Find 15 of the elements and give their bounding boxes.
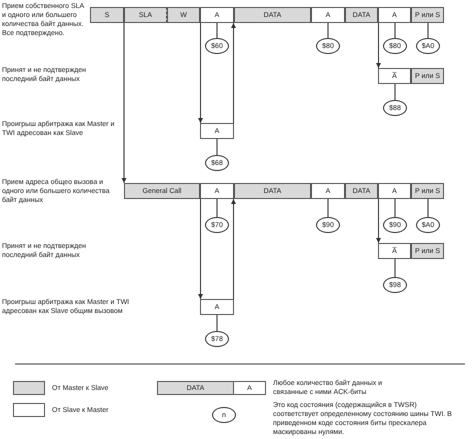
connector-line <box>216 22 218 38</box>
connector-line <box>394 198 396 218</box>
connector-line <box>394 22 396 38</box>
arrow <box>231 198 236 300</box>
arrow <box>198 198 203 300</box>
connector-line <box>216 314 218 332</box>
connector-line <box>394 84 396 100</box>
connector-line <box>394 258 396 278</box>
arrow <box>231 22 236 124</box>
arrow <box>376 198 381 244</box>
arrow <box>122 22 126 184</box>
connector-line <box>216 138 218 156</box>
arrow <box>376 22 381 68</box>
connector-line <box>216 198 218 218</box>
arrow <box>198 22 203 124</box>
